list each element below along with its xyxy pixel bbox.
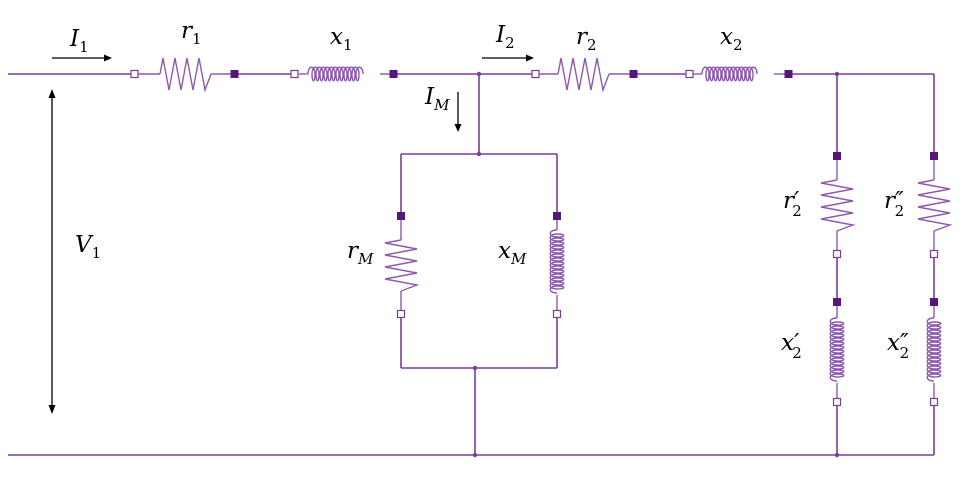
current-arrow-icon — [104, 54, 112, 62]
voltage-arrow-V1 — [48, 89, 56, 414]
current-arrow-icon — [526, 54, 534, 62]
junction-dot — [834, 452, 840, 458]
arrow-down-icon — [48, 405, 56, 414]
terminal-open — [832, 249, 842, 259]
terminal-filled — [629, 70, 638, 78]
terminal-open — [396, 309, 406, 319]
terminal-filled — [553, 212, 561, 220]
label-r1: r1 — [181, 18, 202, 48]
label-r2: r2 — [576, 24, 597, 54]
label-I2: I2 — [495, 22, 515, 52]
label-IM: IM — [424, 84, 450, 114]
terminal-filled — [833, 152, 841, 160]
zigzag-resistor-icon — [384, 239, 420, 292]
label-x2: x2 — [720, 24, 743, 54]
terminal-open — [832, 397, 842, 407]
junction-dot — [476, 71, 482, 77]
junction-dot — [472, 452, 478, 458]
label-x2-prime: x′2 — [781, 330, 802, 362]
terminal-open — [552, 309, 562, 319]
resistor-r2 — [531, 57, 638, 93]
resistor-rM — [384, 212, 420, 319]
junction-dot — [834, 71, 840, 77]
coil-inductor-icon — [701, 66, 758, 82]
zigzag-resistor-icon — [820, 179, 856, 232]
label-x1: x1 — [330, 24, 353, 54]
terminal-filled — [784, 70, 793, 78]
zigzag-resistor-icon — [159, 57, 212, 93]
inductor-x1 — [290, 66, 398, 82]
terminal-open — [130, 69, 139, 79]
terminal-open — [685, 69, 694, 79]
terminal-filled — [230, 70, 239, 78]
label-r2-double-prime: r″2 — [884, 188, 904, 220]
label-x2-double-prime: x″2 — [887, 330, 909, 362]
terminal-filled — [389, 70, 398, 78]
junction-dot — [472, 365, 478, 371]
resistor-r2-prime — [820, 152, 856, 259]
terminal-filled — [833, 298, 841, 306]
coil-inductor-icon — [926, 317, 942, 382]
label-xM: xM — [498, 238, 527, 268]
current-arrow-IM — [454, 92, 462, 132]
terminal-filled — [397, 212, 405, 220]
inductor-x2 — [685, 66, 793, 82]
label-V1: V1 — [75, 232, 101, 262]
inductor-x2-double-prime — [926, 298, 942, 407]
zigzag-resistor-icon — [557, 57, 610, 93]
terminal-open — [929, 249, 939, 259]
coil-inductor-icon — [307, 66, 364, 82]
resistor-r1 — [130, 57, 239, 93]
inductor-xM — [549, 212, 565, 319]
current-arrow-I1 — [52, 54, 112, 62]
terminal-open — [290, 69, 299, 79]
label-I1: I1 — [69, 26, 89, 56]
coil-inductor-icon — [549, 229, 565, 294]
inductor-x2-prime — [829, 298, 845, 407]
coil-inductor-icon — [829, 317, 845, 382]
terminal-filled — [930, 298, 938, 306]
label-r2-prime: r′2 — [783, 188, 802, 220]
terminal-filled — [930, 152, 938, 160]
wires — [8, 73, 935, 456]
label-rM: rM — [347, 238, 374, 268]
junction-dot — [476, 151, 482, 157]
zigzag-resistor-icon — [917, 179, 953, 232]
current-arrow-I2 — [482, 54, 534, 62]
terminal-open — [929, 397, 939, 407]
current-arrow-icon — [454, 124, 462, 132]
arrow-up-icon — [48, 89, 56, 98]
terminal-open — [531, 69, 540, 79]
junctions — [472, 71, 840, 458]
resistor-r2-double-prime — [917, 152, 953, 259]
